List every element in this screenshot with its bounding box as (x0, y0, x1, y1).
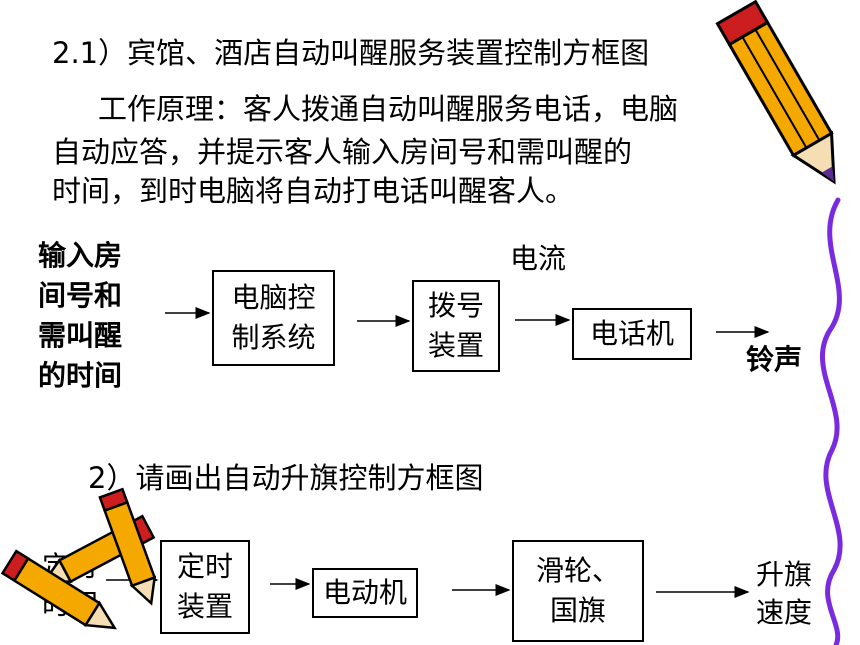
timer-device-label: 定时 装置 (176, 550, 233, 623)
computer-control-label: 电脑控 制系统 (231, 281, 316, 354)
computer-control-block: 电脑控 制系统 (212, 270, 335, 366)
pulley-flag-block: 滑轮、 国旗 (512, 540, 644, 642)
ringtone-label: 铃声 (746, 343, 803, 376)
wavy-decoration-line (819, 197, 843, 645)
current-label: 电流 (510, 242, 567, 275)
timer-device-block: 定时 装置 (160, 540, 250, 634)
dialing-device-label: 拨号 装置 (427, 289, 484, 362)
page-title: 2.1）宾馆、酒店自动叫醒服务装置控制方框图 (52, 36, 650, 70)
pencil-icon (715, 0, 836, 185)
motor-block: 电动机 (312, 568, 418, 618)
principle-line-2: 自动应答，并提示客人输入房间号和需叫醒的 (52, 135, 633, 169)
principle-line-3: 时间，到时电脑将自动打电话叫醒客人。 (52, 174, 575, 208)
pulley-flag-label: 滑轮、 国旗 (535, 554, 620, 627)
dialing-device-block: 拨号 装置 (412, 280, 500, 372)
telephone-label: 电话机 (589, 317, 674, 350)
raising-speed-label: 升旗 速度 (756, 558, 813, 629)
telephone-block: 电话机 (572, 308, 692, 360)
input-room-time-label: 输入房 间号和 需叫醒 的时间 (38, 239, 123, 392)
motor-label: 电动机 (322, 576, 407, 609)
principle-line-1: 工作原理：客人拨通自动叫醒服务电话，电脑 (98, 92, 679, 126)
section2-title: 2）请画出自动升旗控制方框图 (88, 461, 484, 495)
crossed-pencils-icon (0, 487, 157, 630)
